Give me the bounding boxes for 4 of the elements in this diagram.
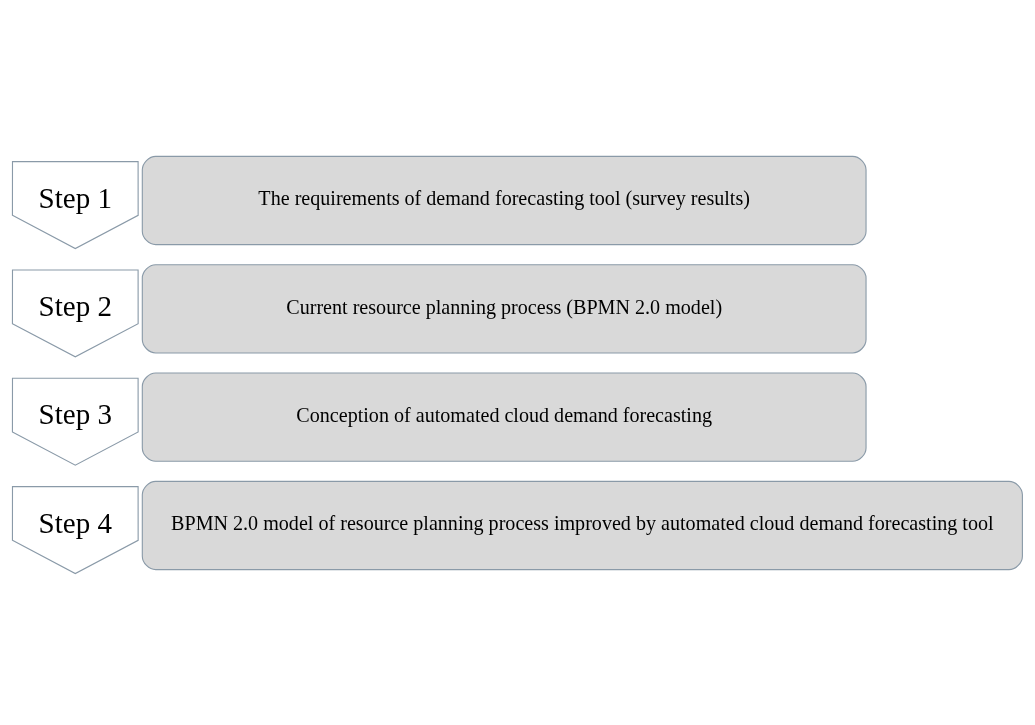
node-box: Conception of automated cloud demand forecasting xyxy=(141,372,867,462)
node-box: The requirements of demand forecasting tool (survey results) xyxy=(141,155,867,245)
node-box: BPMN 2.0 model of resource planning process improved by automated cloud demand forecasting tool xyxy=(141,480,1023,570)
node-box: Current resource planning process (BPMN 2.0 model) xyxy=(141,263,867,353)
